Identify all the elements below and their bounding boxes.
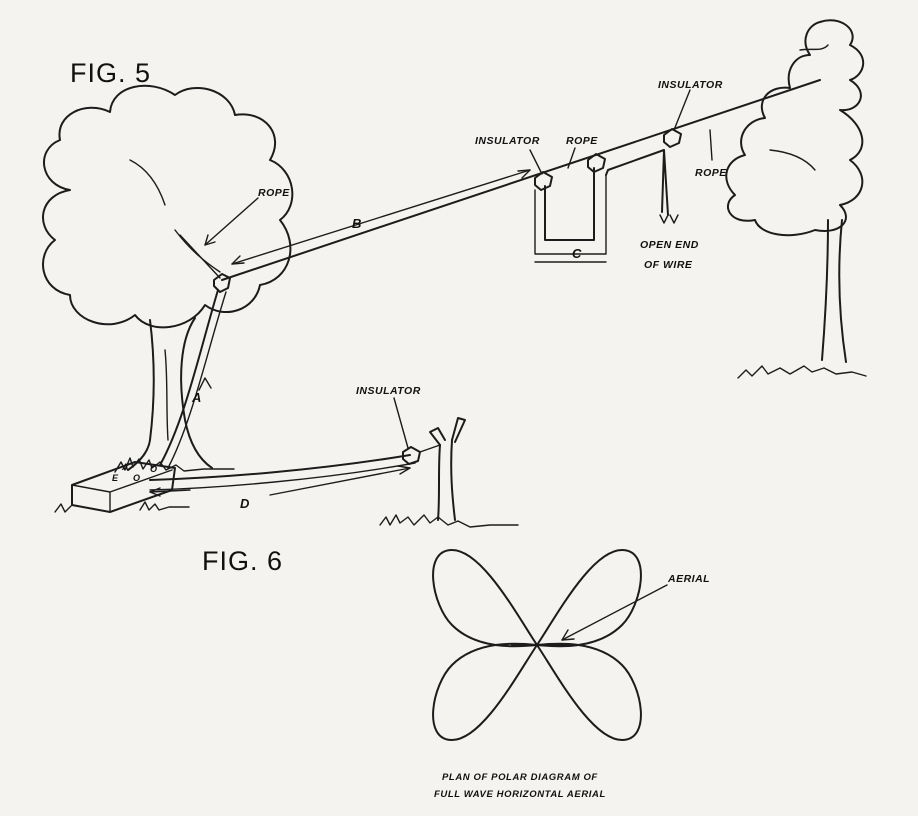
label-open-end-2: OF WIRE bbox=[644, 259, 693, 271]
insulator-mid-1 bbox=[534, 171, 553, 191]
right-tree-canopy bbox=[725, 19, 865, 237]
loop-c bbox=[534, 149, 669, 255]
label-insulator-bottom: INSULATOR bbox=[356, 385, 421, 397]
box-terminal-a: A bbox=[121, 462, 129, 472]
aerial-main-wire bbox=[221, 79, 821, 281]
lobe-top-left bbox=[432, 549, 538, 648]
arrows bbox=[204, 89, 713, 265]
label-d: D bbox=[240, 496, 250, 511]
label-b: B bbox=[352, 216, 361, 231]
box-terminal-o1: O bbox=[150, 464, 157, 474]
label-a: A bbox=[191, 390, 201, 405]
box-terminal-e: E bbox=[112, 473, 119, 483]
insulator-left-tree bbox=[213, 273, 231, 293]
right-tree-trunk bbox=[821, 219, 847, 363]
left-rope bbox=[179, 234, 221, 279]
post bbox=[379, 417, 519, 528]
polar-diagram bbox=[432, 549, 668, 741]
fig6-caption-line2: FULL WAVE HORIZONTAL AERIAL bbox=[434, 789, 606, 800]
insulator-right bbox=[663, 128, 682, 148]
fig5-title: FIG. 5 bbox=[70, 58, 151, 88]
right-tree bbox=[725, 19, 867, 379]
feeder-a bbox=[159, 289, 227, 469]
insulator-mid-2 bbox=[587, 153, 606, 173]
label-rope-right: ROPE bbox=[695, 167, 727, 179]
fig6-title: FIG. 6 bbox=[202, 546, 283, 576]
transmitter-box: A E O O bbox=[54, 461, 190, 513]
box-terminal-o2: O bbox=[133, 473, 140, 483]
label-rope-left: ROPE bbox=[258, 187, 290, 199]
label-insulator-mid: INSULATOR bbox=[475, 135, 540, 147]
lobe-bottom-right bbox=[536, 642, 642, 741]
fig6-caption-line1: PLAN OF POLAR DIAGRAM OF bbox=[442, 772, 598, 783]
label-rope-mid: ROPE bbox=[566, 135, 598, 147]
insulators bbox=[213, 128, 682, 293]
label-insulator-right: INSULATOR bbox=[658, 79, 723, 91]
lobe-top-right bbox=[536, 549, 642, 648]
aerial-wire bbox=[179, 79, 821, 281]
feeder-d bbox=[149, 397, 441, 497]
label-open-end-1: OPEN END bbox=[640, 239, 699, 251]
lobe-bottom-left bbox=[432, 642, 538, 741]
left-tree-canopy bbox=[42, 84, 294, 329]
label-c: C bbox=[572, 246, 582, 261]
label-aerial: AERIAL bbox=[667, 573, 710, 585]
insulator-bottom bbox=[402, 446, 421, 465]
left-tree bbox=[42, 84, 294, 473]
